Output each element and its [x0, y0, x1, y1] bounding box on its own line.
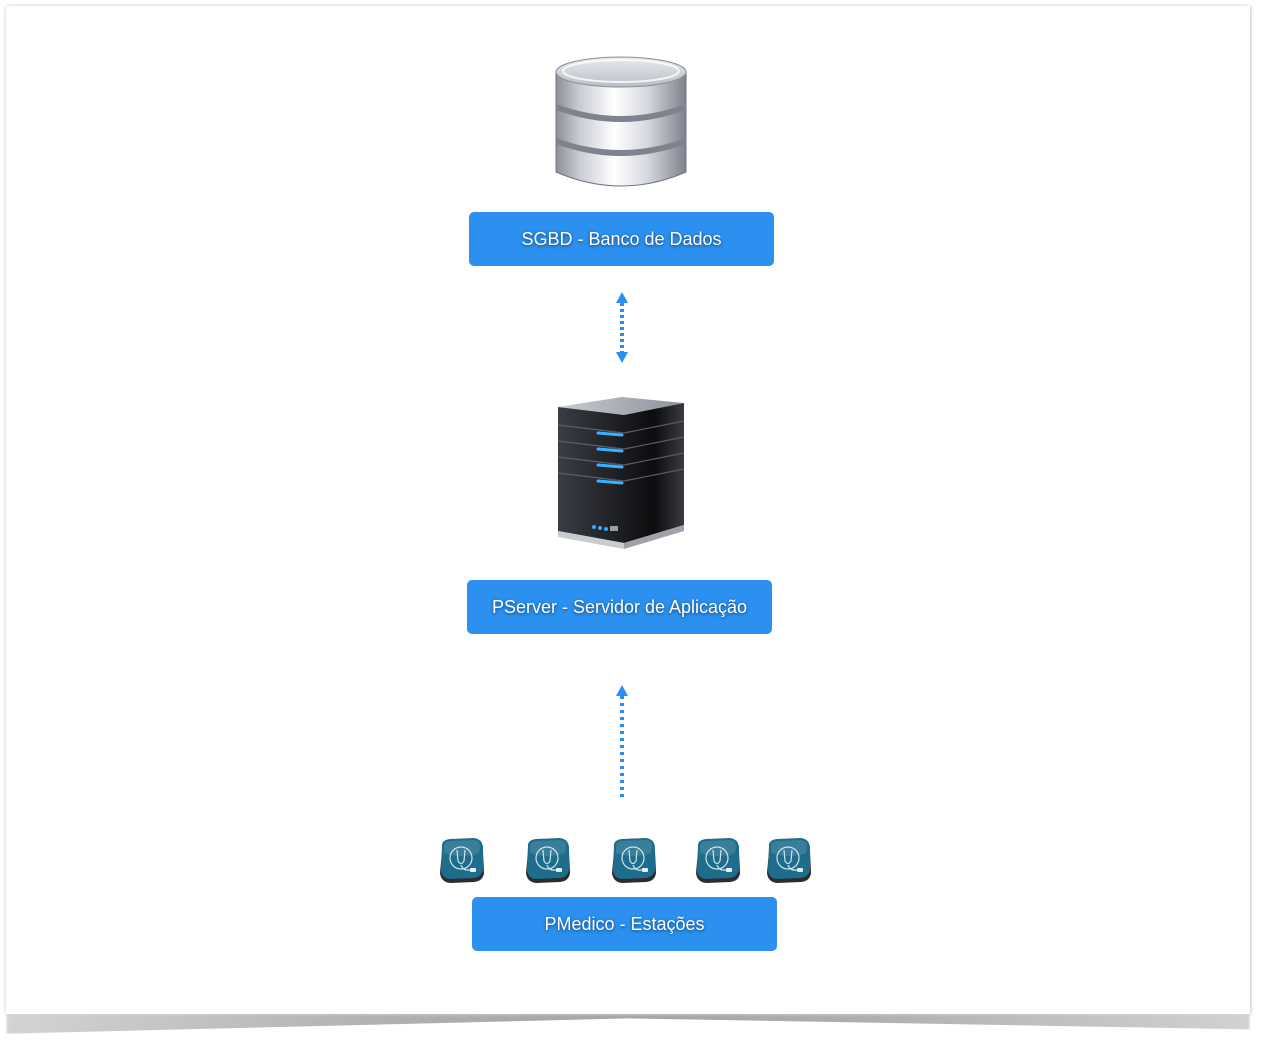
server-icon — [557, 397, 685, 549]
arrow-workstations-to-server — [616, 685, 628, 800]
pmedico-app-icon — [612, 838, 656, 883]
bidirectional-arrow-database-server — [616, 292, 628, 363]
arrow-head-down — [616, 352, 628, 363]
pmedico-app-icon — [696, 838, 740, 883]
pmedico-app-icon — [440, 838, 484, 883]
page-curl-shadow — [6, 1014, 1250, 1034]
arrow-head-up — [616, 685, 628, 696]
app-server-label: PServer - Servidor de Aplicação — [467, 580, 772, 634]
pmedico-app-icon — [767, 838, 811, 883]
workstations-label: PMedico - Estações — [472, 897, 777, 951]
arrow-head-up — [616, 292, 628, 303]
database-label: SGBD - Banco de Dados — [469, 212, 774, 266]
pmedico-app-icon — [526, 838, 570, 883]
database-icon — [555, 56, 687, 187]
